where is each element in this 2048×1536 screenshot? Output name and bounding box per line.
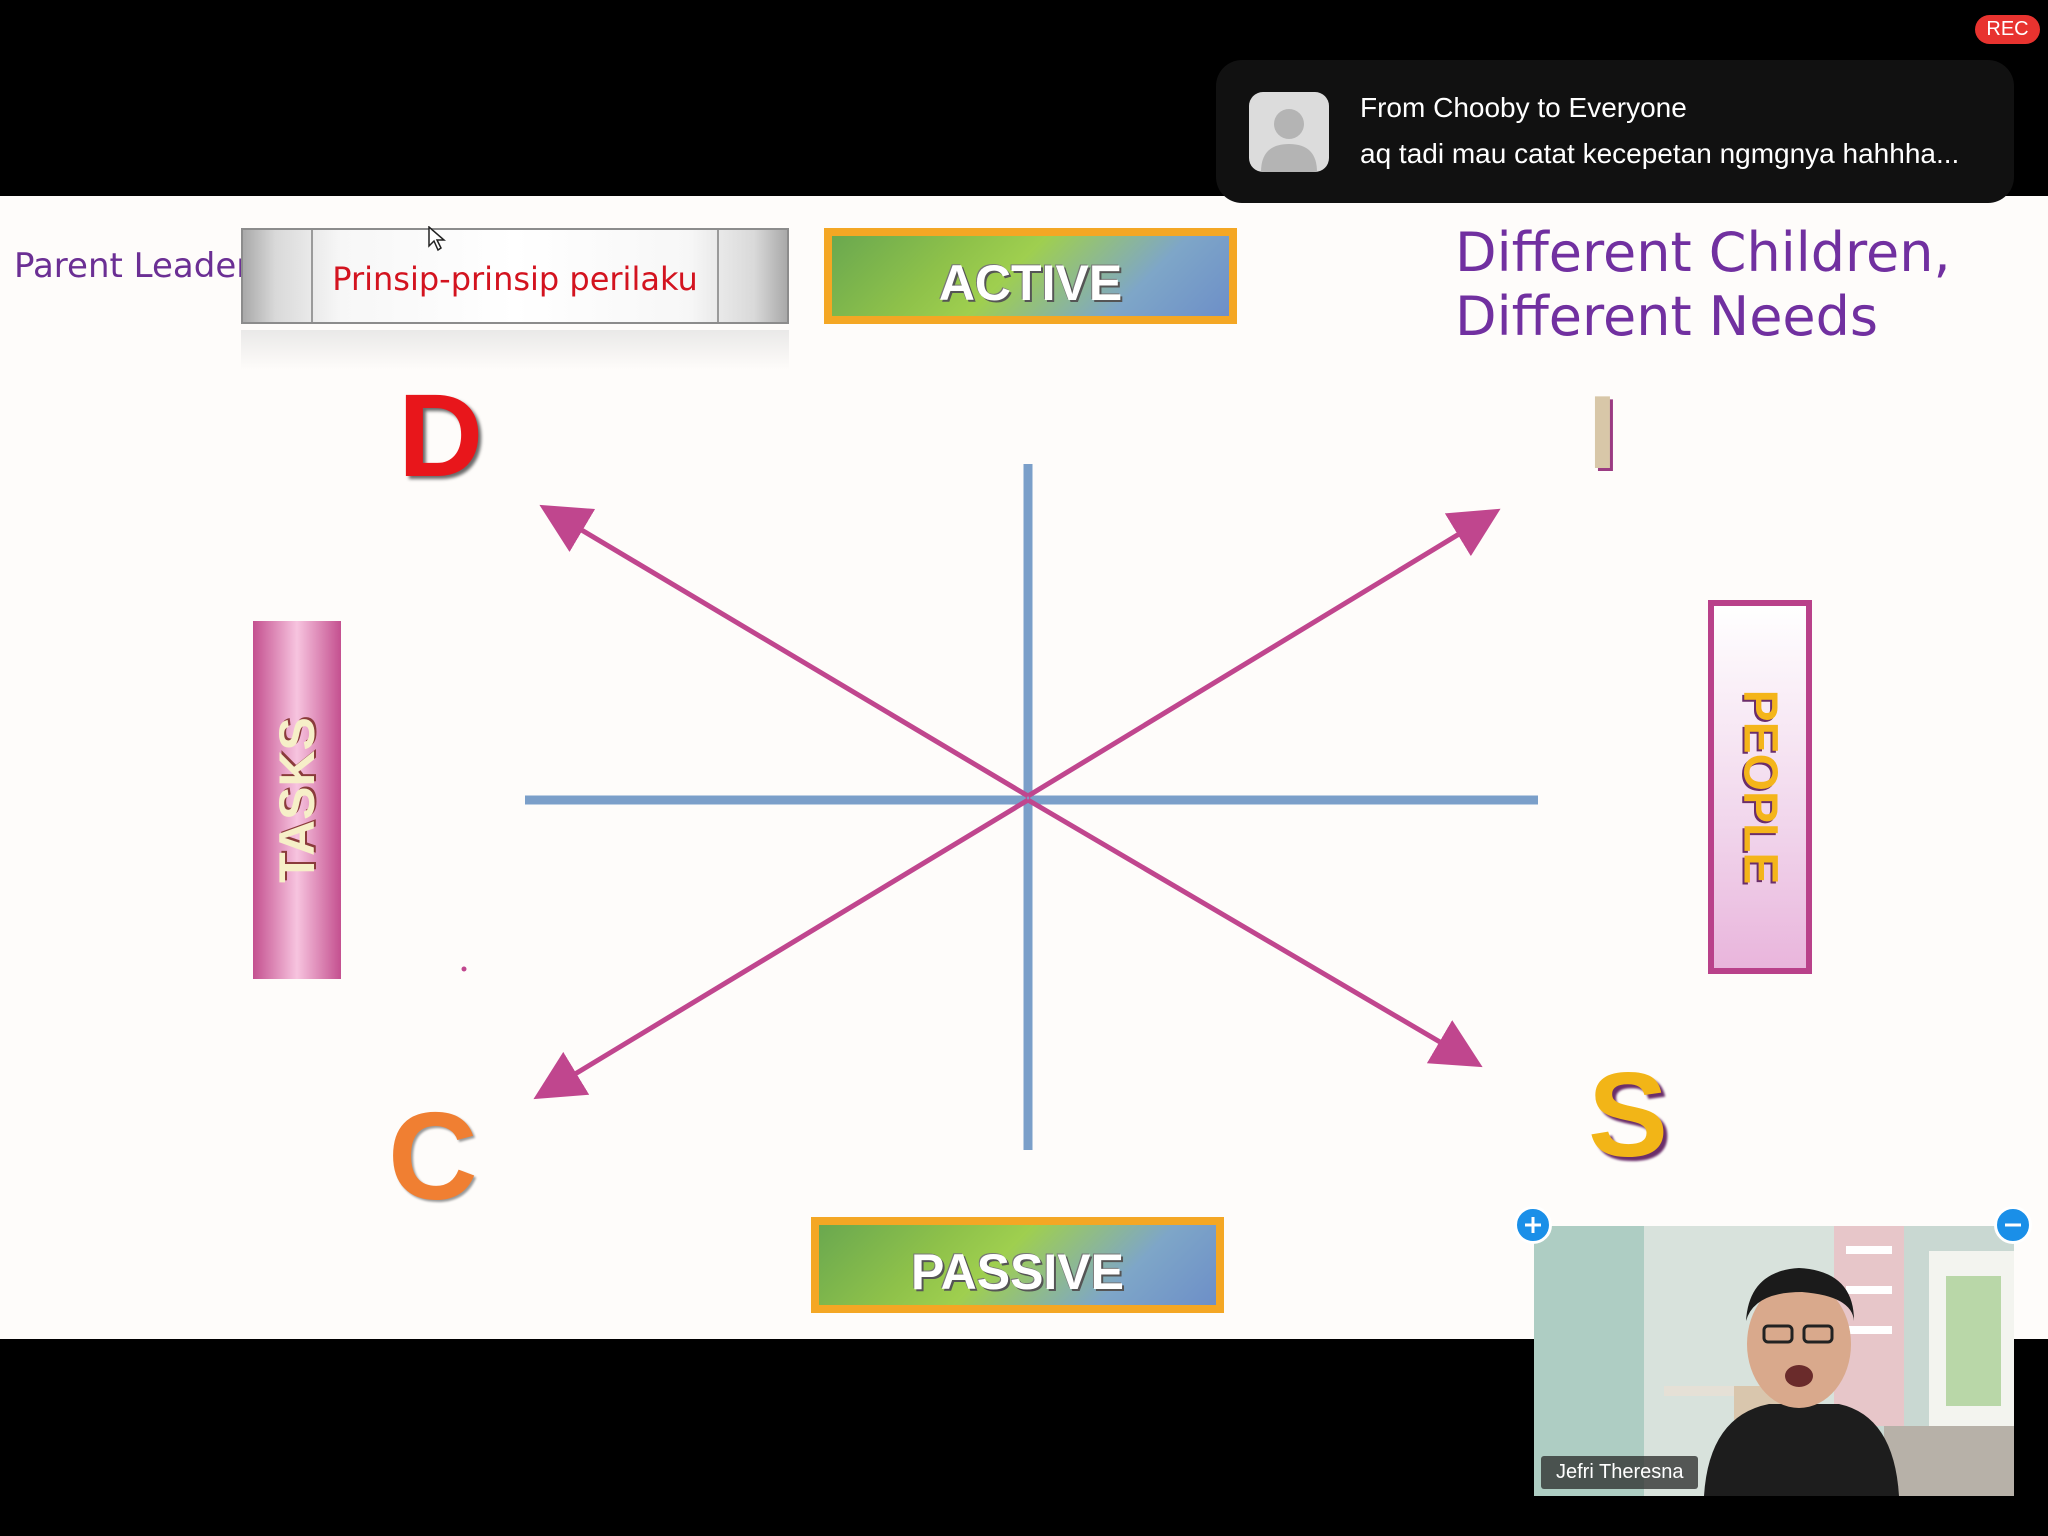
principle-text: Prinsip-prinsip perilaku <box>332 260 698 298</box>
principle-reflection <box>241 330 789 370</box>
slide-title: Different Children, Different Needs <box>1455 221 1951 349</box>
slide-title-line2: Different Needs <box>1455 285 1879 348</box>
participant-name: Jefri Theresna <box>1541 1456 1699 1489</box>
letter-c: C <box>388 1088 478 1226</box>
plus-icon[interactable] <box>1514 1206 1552 1244</box>
people-label: PEOPLE <box>1733 689 1787 885</box>
slide-title-line1: Different Children, <box>1455 221 1951 284</box>
tasks-label: TASKS <box>269 717 325 883</box>
people-box: PEOPLE <box>1708 600 1812 974</box>
participant-video[interactable]: Jefri Theresna <box>1534 1226 2014 1496</box>
passive-label: PASSIVE <box>910 1244 1125 1300</box>
disc-diagram <box>461 464 1538 1150</box>
stray-dot <box>461 966 467 972</box>
arrow-to-i <box>1026 508 1501 799</box>
avatar-icon <box>1249 92 1329 172</box>
presentation-slide: Parent Leader Prinsip-prinsip perilaku A… <box>0 196 2048 1339</box>
active-label: ACTIVE <box>938 255 1123 311</box>
recording-badge: REC <box>1975 15 2040 44</box>
parent-leader-label: Parent Leader <box>14 246 251 286</box>
arrow-to-s <box>1026 797 1483 1068</box>
active-box: ACTIVE <box>824 228 1237 324</box>
letter-i: I <box>1588 375 1617 491</box>
mouse-cursor-icon <box>428 226 446 252</box>
passive-box: PASSIVE <box>811 1217 1224 1313</box>
notification-message: aq tadi mau catat kecepetan ngmgnya hahh… <box>1360 138 1960 169</box>
video-feed <box>1534 1226 2014 1496</box>
chat-notification[interactable]: From Chooby to Everyone aq tadi mau cata… <box>1216 60 2014 203</box>
minus-icon[interactable] <box>1994 1206 2032 1244</box>
principle-banner: Prinsip-prinsip perilaku <box>241 228 789 324</box>
notification-title: From Chooby to Everyone <box>1360 92 1687 123</box>
letter-d: D <box>398 370 484 502</box>
tasks-box: TASKS <box>253 621 341 979</box>
letter-s: S <box>1588 1048 1669 1182</box>
arrow-to-c <box>533 797 1030 1100</box>
arrow-to-d <box>539 504 1030 799</box>
